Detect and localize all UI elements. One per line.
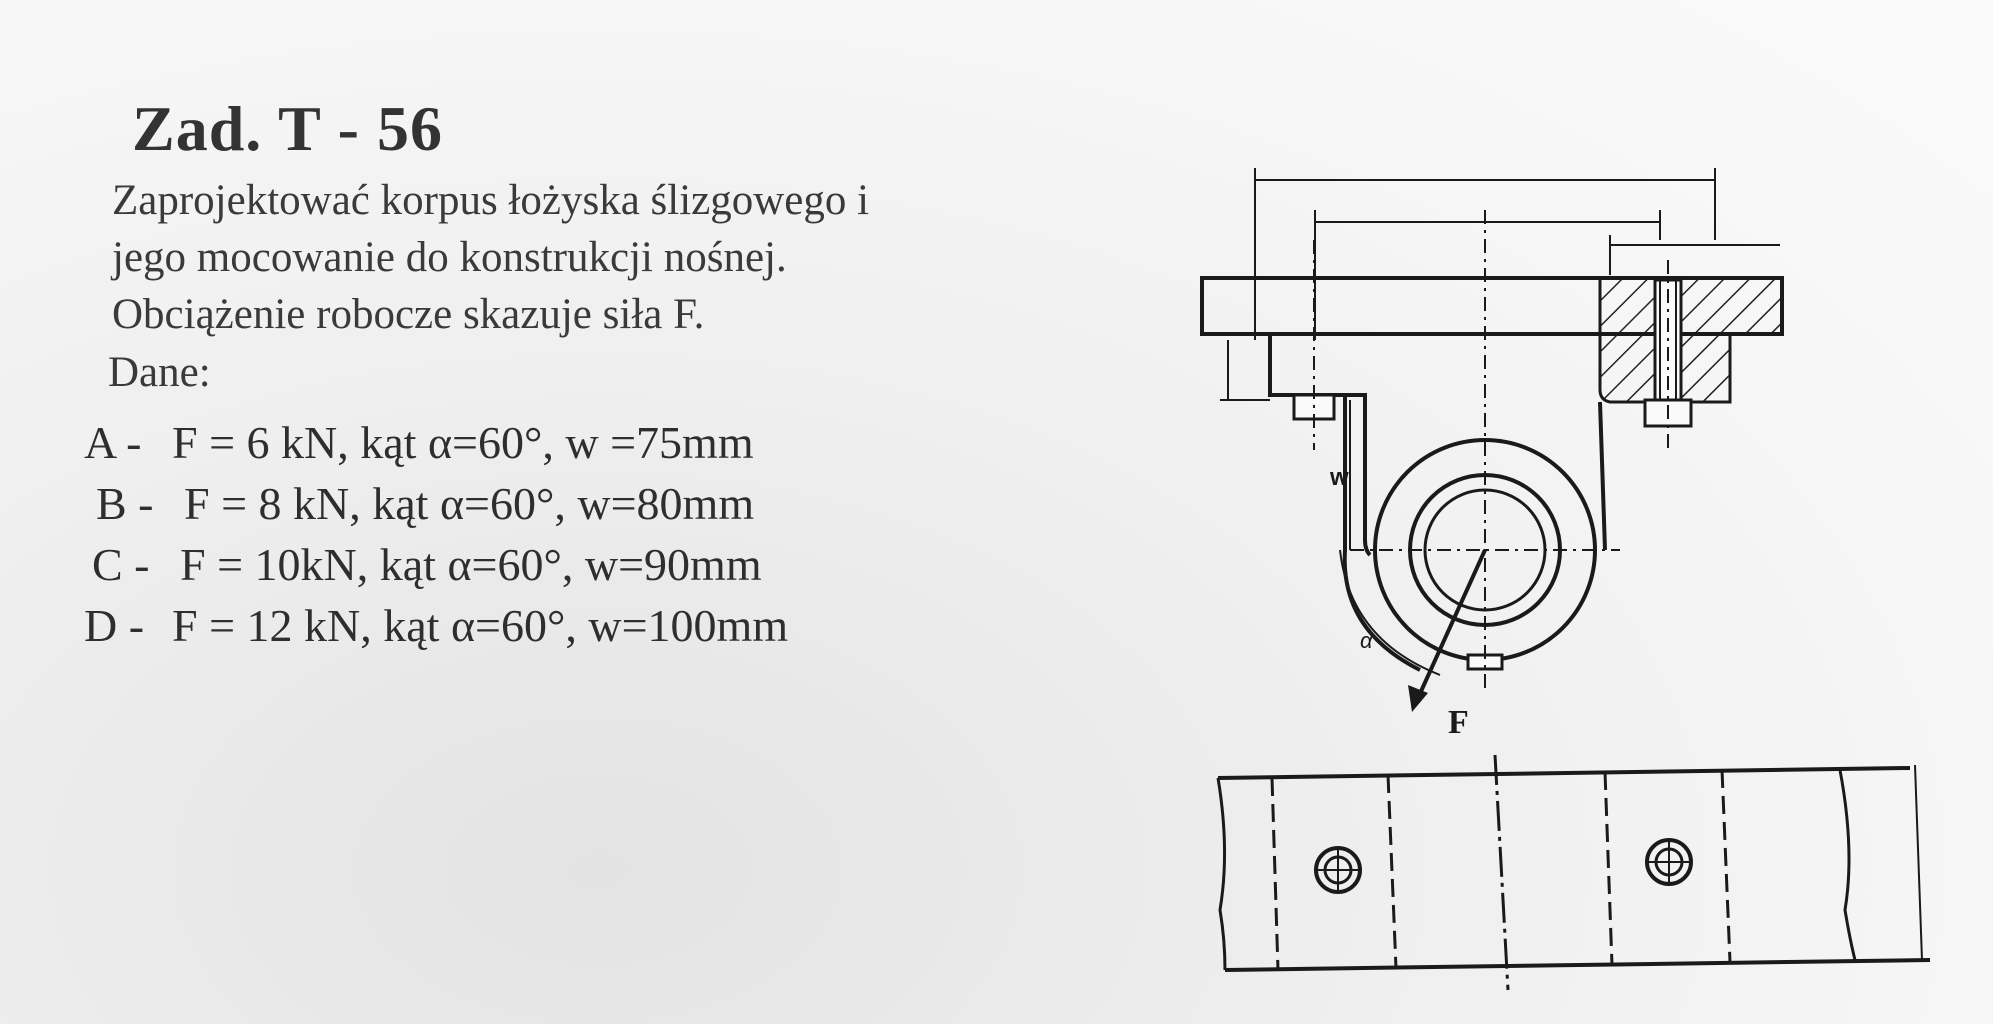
given-data-label: Dane:	[108, 349, 211, 396]
description-line: jego mocowanie do konstrukcji nośnej.	[112, 234, 787, 281]
bolt-hole-right	[1645, 838, 1693, 886]
support-plate	[1200, 276, 1784, 336]
variant-d: D - F = 12 kN, kąt α=60°, w=100mm	[84, 595, 788, 656]
variant-letter: B -	[96, 478, 154, 529]
variant-params: F = 8 kN, kąt α=60°, w=80mm	[184, 478, 755, 529]
description-line: Zaprojektować korpus łożyska ślizgowego …	[112, 177, 870, 224]
variant-params: F = 10kN, kąt α=60°, w=90mm	[180, 539, 762, 590]
label-force: F	[1448, 704, 1469, 741]
task-title: Zad. T - 56	[132, 93, 443, 164]
housing-body	[1268, 240, 1607, 672]
task-description: Zaprojektować korpus łożyska ślizgowego …	[112, 172, 1112, 343]
variant-letter: A -	[84, 417, 142, 468]
variant-params: F = 12 kN, kąt α=60°, w=100mm	[172, 600, 789, 651]
variant-params: F = 6 kN, kąt α=60°, w =75mm	[172, 417, 754, 468]
bolt-right	[1643, 260, 1693, 450]
label-alpha: α	[1360, 628, 1374, 653]
bearing-housing-drawing: w α F	[1200, 168, 1931, 991]
alpha-arc	[1339, 549, 1441, 676]
force-arrow	[1408, 549, 1487, 712]
bearing-rings	[1350, 210, 1620, 690]
plan-view	[1216, 754, 1931, 991]
w-dimension	[1220, 340, 1351, 550]
variant-b: B - F = 8 kN, kąt α=60°, w=80mm	[96, 473, 788, 534]
variants-list: A - F = 6 kN, kąt α=60°, w =75mm B - F = 8…	[84, 412, 788, 656]
hatched-section	[1598, 280, 1780, 404]
bolt-hole-left	[1314, 846, 1362, 894]
variant-letter: D -	[84, 600, 145, 651]
variant-c: C - F = 10kN, kąt α=60°, w=90mm	[92, 534, 788, 595]
variant-letter: C -	[92, 539, 150, 590]
variant-a: A - F = 6 kN, kąt α=60°, w =75mm	[84, 412, 788, 473]
label-w: w	[1329, 464, 1349, 491]
description-line: Obciążenie robocze skazuje siła F.	[112, 291, 705, 338]
